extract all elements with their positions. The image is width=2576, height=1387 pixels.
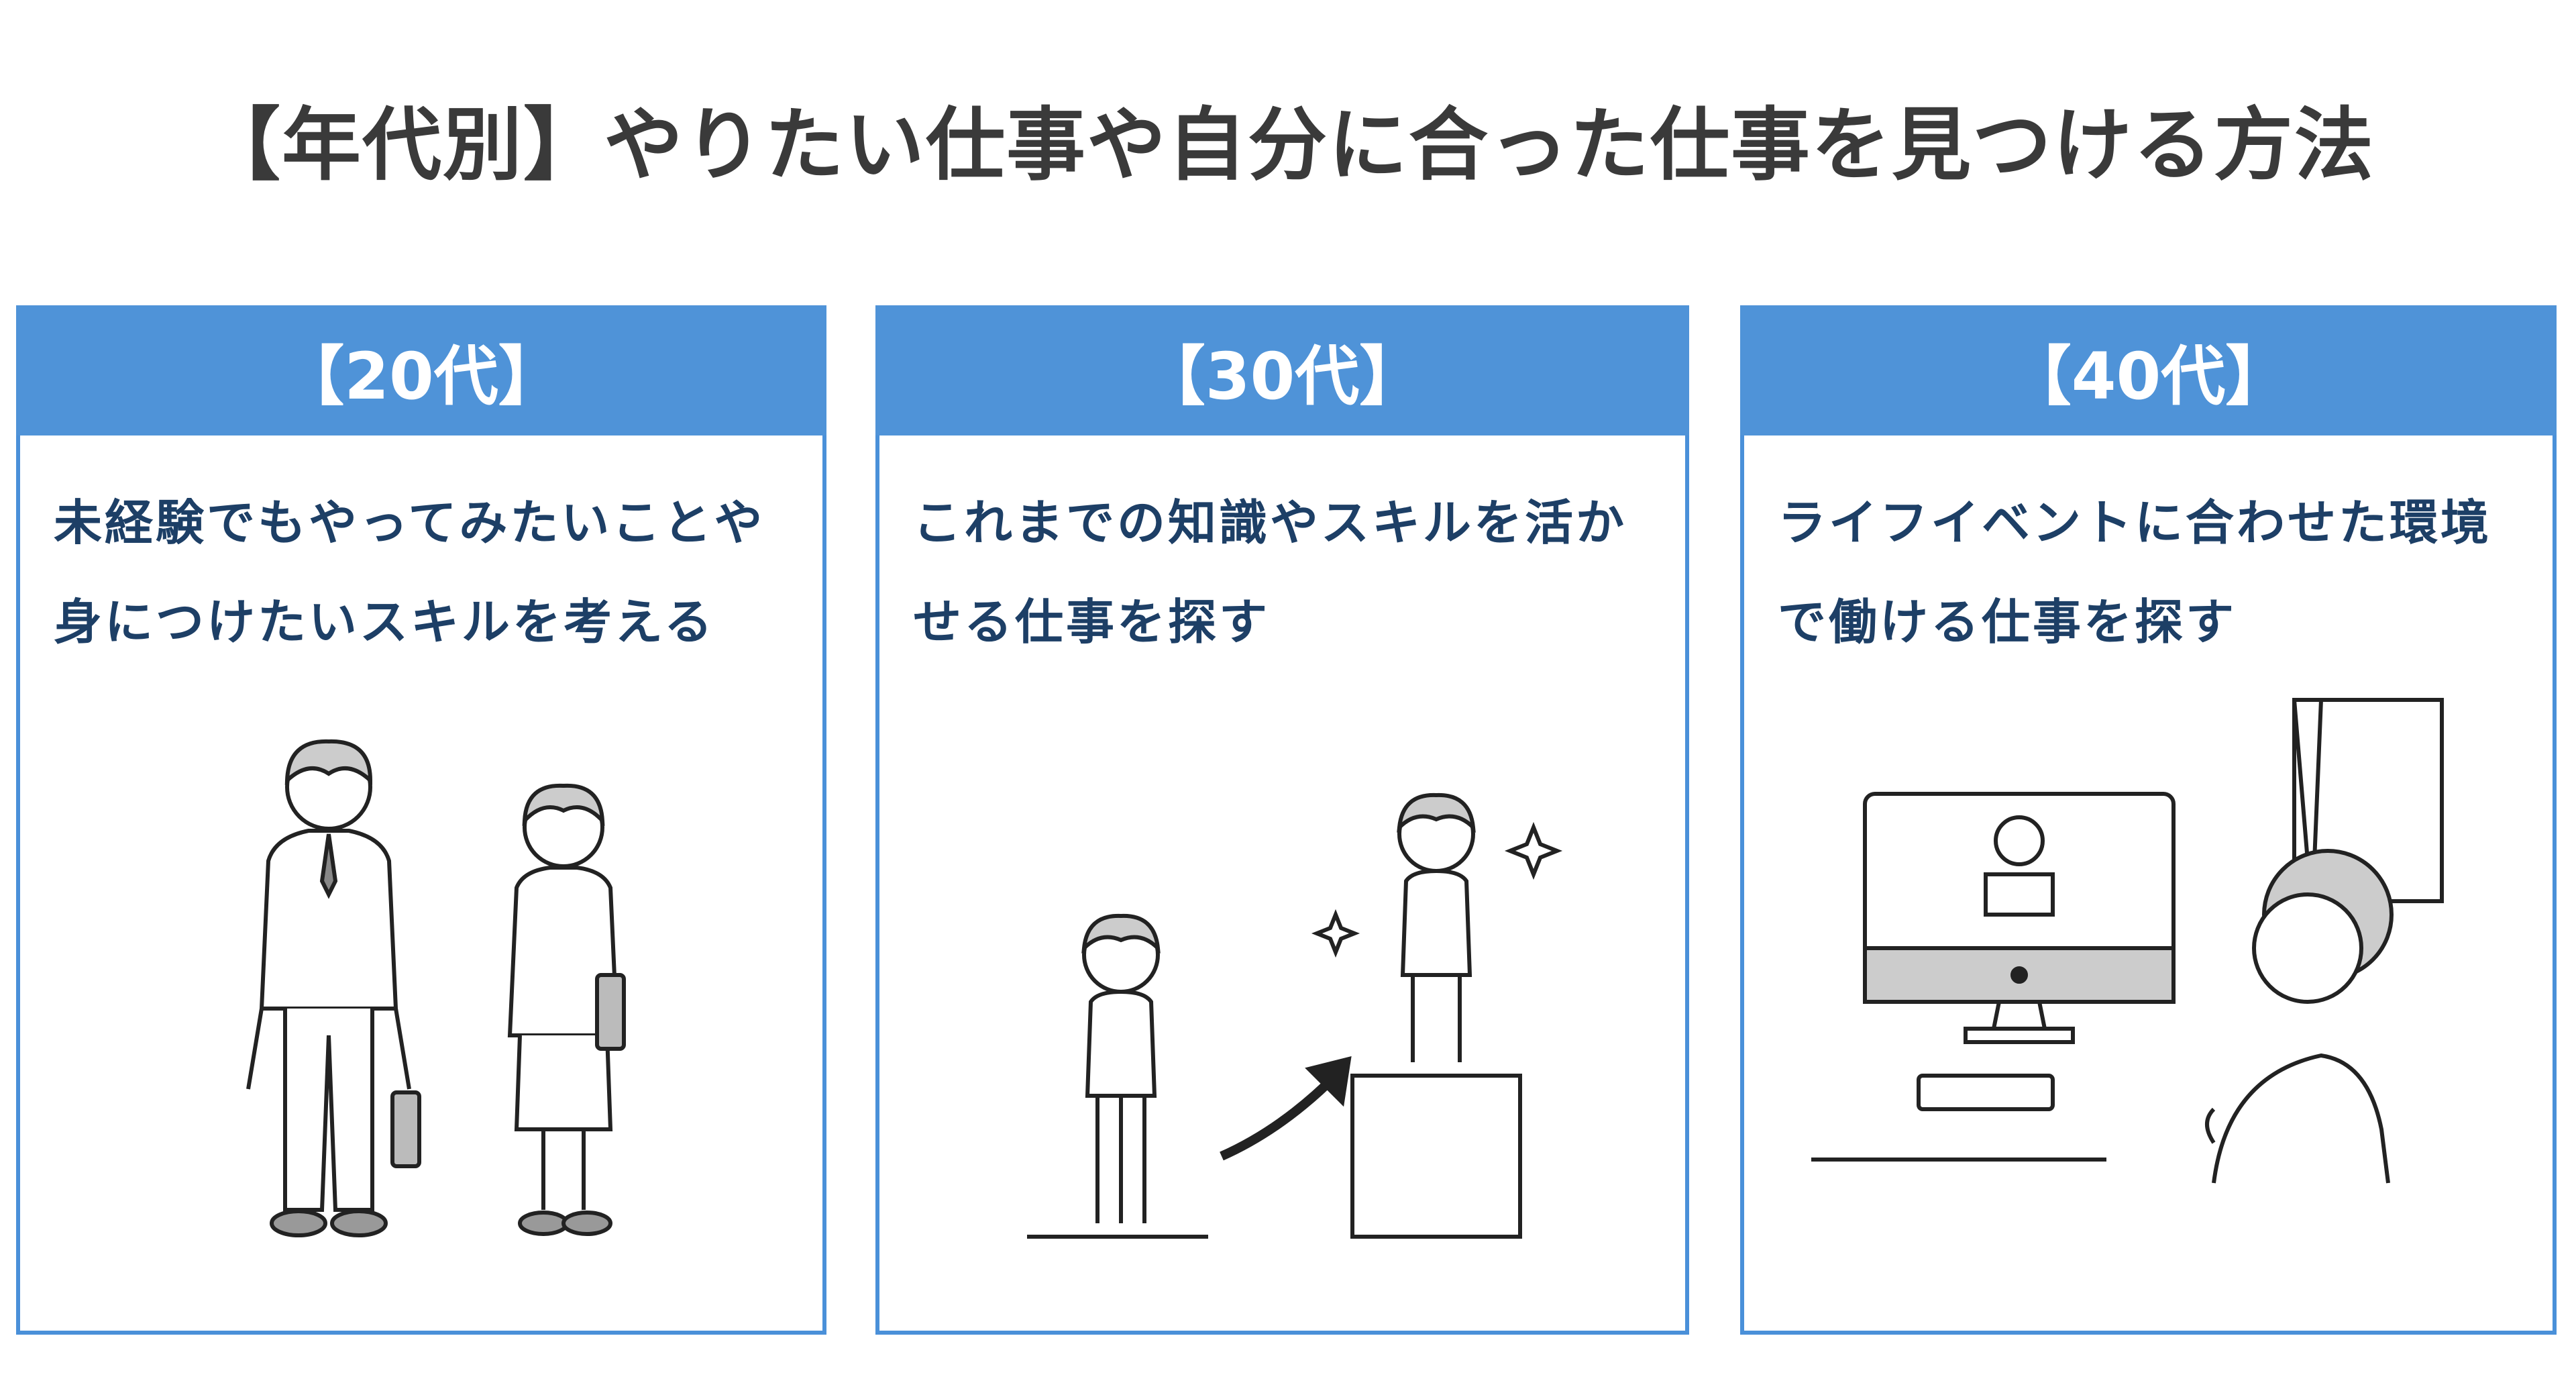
page-title: 【年代別】やりたい仕事や自分に合った仕事を見つける方法	[201, 99, 2375, 191]
card-text: ライフイベントに合わせた環境で働ける仕事を探す	[1778, 495, 2492, 650]
business-man-and-woman-icon	[20, 660, 830, 1331]
card-20s: 【20代】 未経験でもやってみたいことや身につけたいスキルを考える	[16, 305, 826, 1335]
card-text: これまでの知識やスキルを活かせる仕事を探す	[913, 495, 1627, 650]
card-40s: 【40代】 ライフイベントに合わせた環境で働ける仕事を探す	[1740, 305, 2557, 1335]
card-header: 【40代】	[1740, 305, 2557, 435]
remote-work-icon	[1744, 660, 2561, 1331]
card-header: 【30代】	[875, 305, 1689, 435]
card-30s: 【30代】 これまでの知識やスキルを活かせる仕事を探す	[875, 305, 1689, 1335]
card-text: 未経験でもやってみたいことや身につけたいスキルを考える	[54, 495, 765, 650]
card-header: 【20代】	[16, 305, 826, 435]
career-step-up-icon	[879, 660, 1693, 1331]
